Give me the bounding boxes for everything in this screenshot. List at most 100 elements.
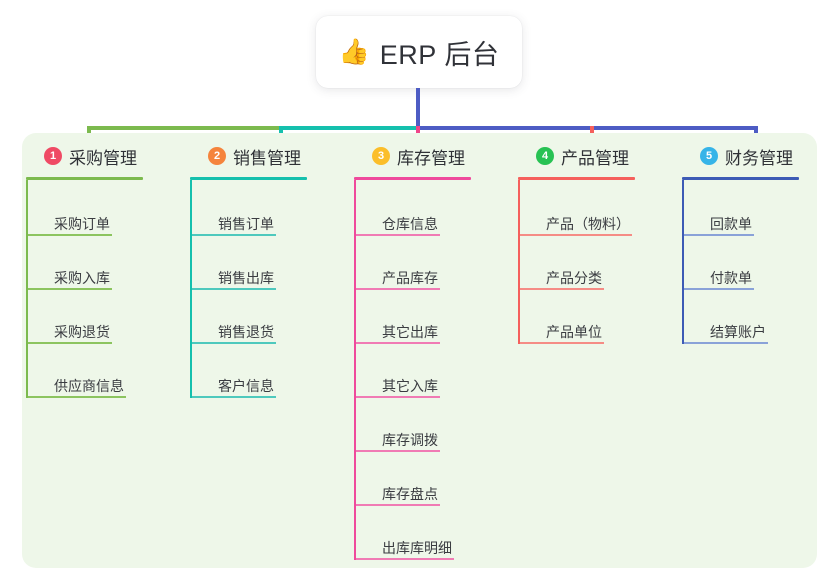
column-title: 库存管理: [397, 148, 465, 168]
leaf-item-label: 产品库存: [382, 270, 438, 286]
leaf-item[interactable]: 库存调拨: [354, 398, 471, 452]
leaf-item-label: 客户信息: [218, 378, 274, 394]
leaf-item-underline: [356, 396, 440, 398]
leaf-item[interactable]: 产品单位: [518, 290, 635, 344]
leaf-item-label: 仓库信息: [382, 216, 438, 232]
column-index-badge: 3: [372, 147, 390, 165]
column-finance: 5 财务管理回款单付款单结算账户: [682, 143, 799, 344]
leaf-item-label: 库存调拨: [382, 432, 438, 448]
column-title: 产品管理: [561, 148, 629, 168]
leaf-item[interactable]: 采购订单: [26, 182, 143, 236]
leaf-item-label: 销售退货: [218, 324, 274, 340]
leaf-item-label: 产品分类: [546, 270, 602, 286]
column-header-underline: [682, 177, 799, 180]
leaf-item-label: 采购订单: [54, 216, 110, 232]
leaf-item-underline: [192, 288, 276, 290]
leaf-item[interactable]: 仓库信息: [354, 182, 471, 236]
column-inventory: 3 库存管理仓库信息产品库存其它出库其它入库库存调拨库存盘点出库库明细: [354, 143, 471, 560]
leaf-item-underline: [684, 342, 768, 344]
leaf-item-label: 付款单: [710, 270, 752, 286]
column-header[interactable]: 3 库存管理: [354, 143, 471, 169]
leaf-item-underline: [28, 396, 126, 398]
column-header-underline: [354, 177, 471, 180]
leaf-item-underline: [356, 450, 440, 452]
column-index-badge: 5: [700, 147, 718, 165]
leaf-item[interactable]: 其它入库: [354, 344, 471, 398]
leaf-item-label: 结算账户: [710, 324, 766, 340]
leaf-list: 采购订单采购入库采购退货供应商信息: [26, 180, 143, 398]
column-purchasing: 1 采购管理采购订单采购入库采购退货供应商信息: [26, 143, 143, 398]
leaf-list: 销售订单销售出库销售退货客户信息: [190, 180, 307, 398]
leaf-item-label: 供应商信息: [54, 378, 124, 394]
leaf-item-label: 采购退货: [54, 324, 110, 340]
leaf-item-underline: [192, 234, 276, 236]
leaf-spine: [26, 180, 28, 398]
leaf-item-underline: [28, 342, 112, 344]
leaf-item-underline: [520, 288, 604, 290]
leaf-item-label: 产品单位: [546, 324, 602, 340]
leaf-item-underline: [356, 288, 440, 290]
leaf-item[interactable]: 产品（物料）: [518, 182, 635, 236]
leaf-item-underline: [192, 396, 276, 398]
leaf-item-label: 销售出库: [218, 270, 274, 286]
diagram-panel: [22, 133, 817, 568]
leaf-item-underline: [356, 234, 440, 236]
root-title: ERP 后台: [379, 39, 500, 70]
leaf-item-label: 回款单: [710, 216, 752, 232]
leaf-item-underline: [684, 288, 754, 290]
column-header-underline: [518, 177, 635, 180]
leaf-item-underline: [28, 234, 112, 236]
leaf-item[interactable]: 出库库明细: [354, 506, 471, 560]
leaf-item-label: 采购入库: [54, 270, 110, 286]
leaf-list: 仓库信息产品库存其它出库其它入库库存调拨库存盘点出库库明细: [354, 180, 471, 560]
root-node-card[interactable]: 👍 ERP 后台: [316, 16, 522, 88]
leaf-item-underline: [356, 342, 440, 344]
leaf-list: 产品（物料） 产品分类产品单位: [518, 180, 635, 344]
column-title: 财务管理: [725, 148, 793, 168]
leaf-item[interactable]: 回款单: [682, 182, 799, 236]
column-index-badge: 1: [44, 147, 62, 165]
leaf-item-underline: [356, 504, 440, 506]
column-index-badge: 2: [208, 147, 226, 165]
leaf-item[interactable]: 产品库存: [354, 236, 471, 290]
leaf-spine: [190, 180, 192, 398]
leaf-item[interactable]: 供应商信息: [26, 344, 143, 398]
column-header-underline: [26, 177, 143, 180]
leaf-spine: [354, 180, 356, 560]
leaf-item-label: 出库库明细: [382, 540, 452, 556]
leaf-item-label: 产品（物料）: [546, 216, 630, 232]
leaf-item-label: 库存盘点: [382, 486, 438, 502]
leaf-item-underline: [684, 234, 754, 236]
leaf-item[interactable]: 销售退货: [190, 290, 307, 344]
leaf-item-underline: [520, 234, 632, 236]
leaf-item[interactable]: 客户信息: [190, 344, 307, 398]
leaf-item[interactable]: 库存盘点: [354, 452, 471, 506]
leaf-item-label: 其它入库: [382, 378, 438, 394]
leaf-list: 回款单付款单结算账户: [682, 180, 799, 344]
column-header[interactable]: 5 财务管理: [682, 143, 799, 169]
leaf-spine: [682, 180, 684, 344]
leaf-item[interactable]: 结算账户: [682, 290, 799, 344]
column-title: 采购管理: [69, 148, 137, 168]
leaf-item-underline: [28, 288, 112, 290]
leaf-item-underline: [192, 342, 276, 344]
connector-bus-green: [87, 126, 279, 130]
leaf-item[interactable]: 销售订单: [190, 182, 307, 236]
leaf-spine: [518, 180, 520, 344]
thumbs-up-icon: 👍: [338, 37, 370, 66]
column-header[interactable]: 1 采购管理: [26, 143, 143, 169]
leaf-item[interactable]: 付款单: [682, 236, 799, 290]
leaf-item[interactable]: 其它出库: [354, 290, 471, 344]
leaf-item-label: 销售订单: [218, 216, 274, 232]
leaf-item[interactable]: 销售出库: [190, 236, 307, 290]
leaf-item[interactable]: 采购退货: [26, 290, 143, 344]
leaf-item[interactable]: 产品分类: [518, 236, 635, 290]
connector-bus-blue: [416, 126, 758, 130]
leaf-item[interactable]: 采购入库: [26, 236, 143, 290]
leaf-item-underline: [520, 342, 604, 344]
column-header-underline: [190, 177, 307, 180]
